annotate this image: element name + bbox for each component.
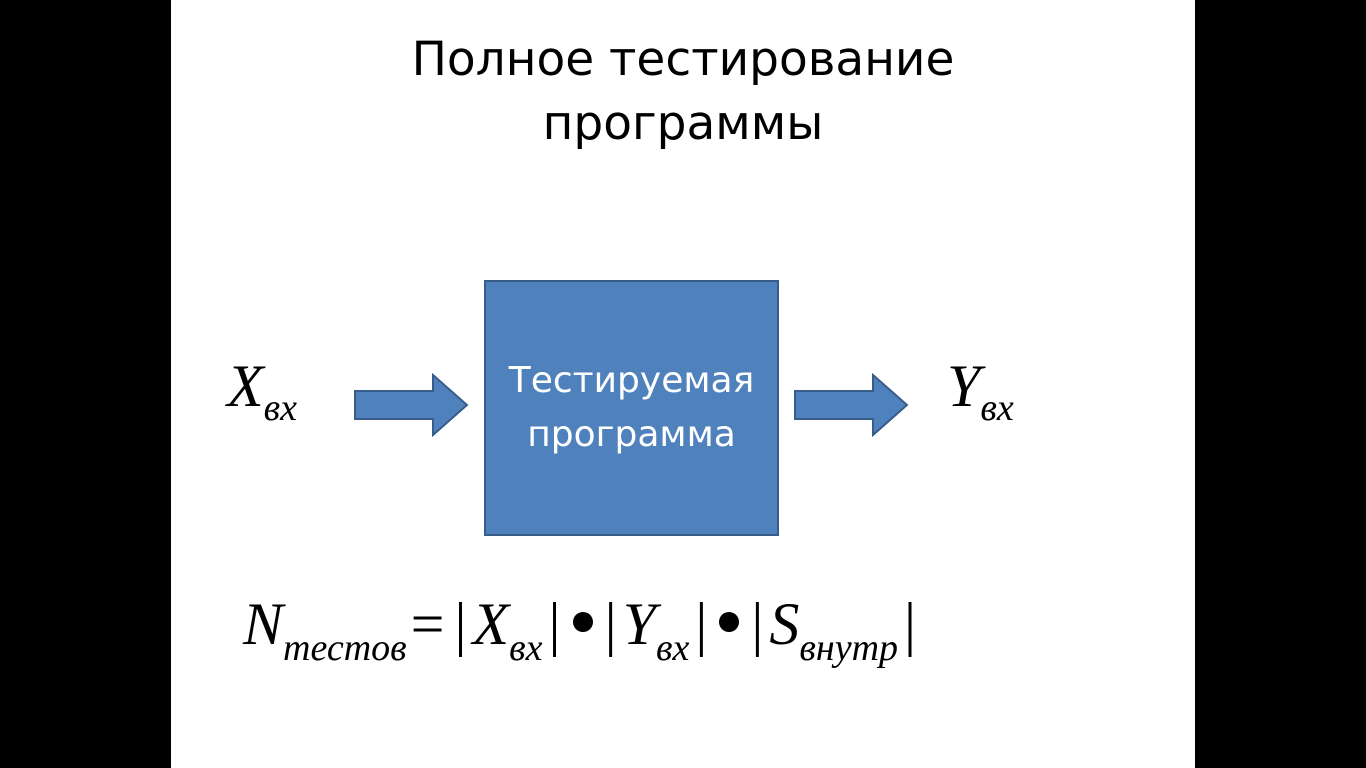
input-label: Xвх bbox=[227, 352, 297, 429]
formula-y-subscript: вх bbox=[655, 627, 690, 669]
formula-bar-5: | bbox=[751, 591, 764, 657]
slide-title-line-2: программы bbox=[542, 96, 824, 151]
output-arrow-shape bbox=[794, 373, 909, 437]
formula-bar-2: | bbox=[548, 591, 561, 657]
slide-title-line-1: Полное тестирование bbox=[411, 32, 955, 87]
output-symbol: Y bbox=[947, 353, 981, 419]
formula-n-symbol: N bbox=[243, 591, 284, 657]
input-arrow-shape bbox=[354, 373, 469, 437]
formula-s-symbol: S bbox=[769, 591, 800, 657]
formula-y-symbol: Y bbox=[622, 591, 656, 657]
program-under-test-box: Тестируемая программа bbox=[484, 280, 779, 536]
formula-s-subscript: внутр bbox=[799, 627, 899, 669]
input-arrow-icon bbox=[354, 373, 469, 437]
output-subscript: вх bbox=[980, 387, 1014, 429]
multiply-dot-icon bbox=[719, 612, 740, 632]
program-box-line-1: Тестируемая bbox=[508, 360, 755, 401]
input-subscript: вх bbox=[263, 387, 298, 429]
formula-equals: = bbox=[410, 591, 445, 657]
slide: Полное тестирование программы Xвх Тестир… bbox=[171, 0, 1195, 768]
formula-x-subscript: вх bbox=[509, 627, 543, 669]
formula-n-subscript: тестов bbox=[283, 627, 407, 669]
output-label: Yвх bbox=[947, 352, 1014, 429]
program-box-line-2: программа bbox=[527, 414, 736, 455]
formula-bar-1: | bbox=[454, 591, 467, 657]
slide-title: Полное тестирование программы bbox=[171, 28, 1195, 156]
formula-x-symbol: X bbox=[472, 591, 510, 657]
formula-bar-6: | bbox=[904, 591, 917, 657]
input-symbol: X bbox=[227, 353, 264, 419]
formula-bar-4: | bbox=[695, 591, 708, 657]
formula-bar-3: | bbox=[604, 591, 617, 657]
multiply-dot-icon bbox=[572, 612, 593, 632]
output-arrow-icon bbox=[794, 373, 909, 437]
